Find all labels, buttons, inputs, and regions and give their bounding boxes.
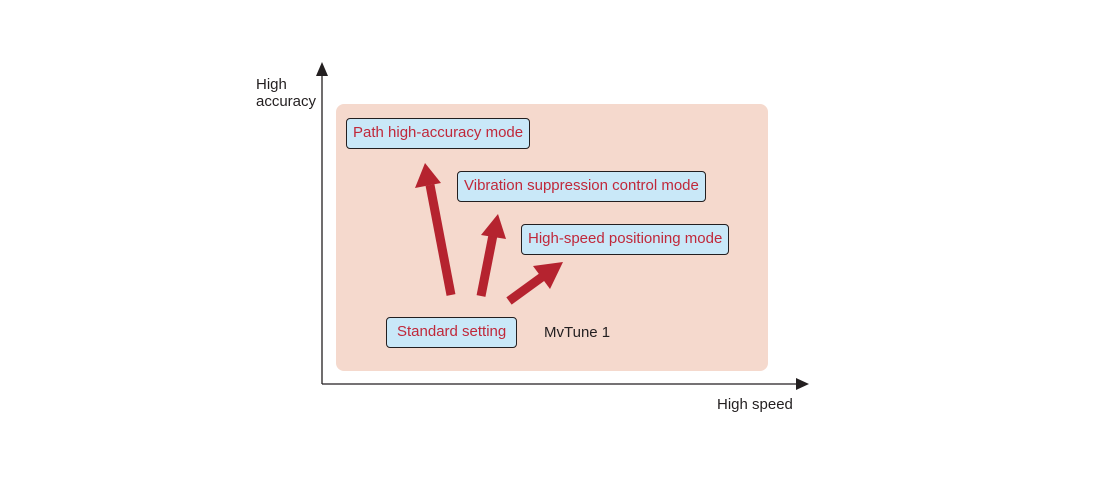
path-high-accuracy-mode-box: Path high-accuracy mode <box>346 118 531 149</box>
arrow-to-vibration-suppression-icon <box>476 214 506 297</box>
high-speed-positioning-mode-box: High-speed positioning mode <box>521 224 730 255</box>
arrow-to-path-high-accuracy-icon <box>415 163 456 296</box>
arrow-to-high-speed-positioning-icon <box>506 262 563 305</box>
y-axis-label-line1: High <box>256 76 287 93</box>
y-axis-label: High accuracy <box>256 76 316 110</box>
mvtune-label: MvTune 1 <box>544 324 611 341</box>
y-axis-arrowhead-icon <box>316 62 328 76</box>
standard-setting-box: Standard setting <box>386 317 518 348</box>
y-axis-label-line2: accuracy <box>256 93 317 110</box>
x-axis-label: High speed <box>717 396 793 413</box>
x-axis-arrowhead-icon <box>796 378 809 390</box>
vibration-suppression-mode-box: Vibration suppression control mode <box>457 171 706 202</box>
